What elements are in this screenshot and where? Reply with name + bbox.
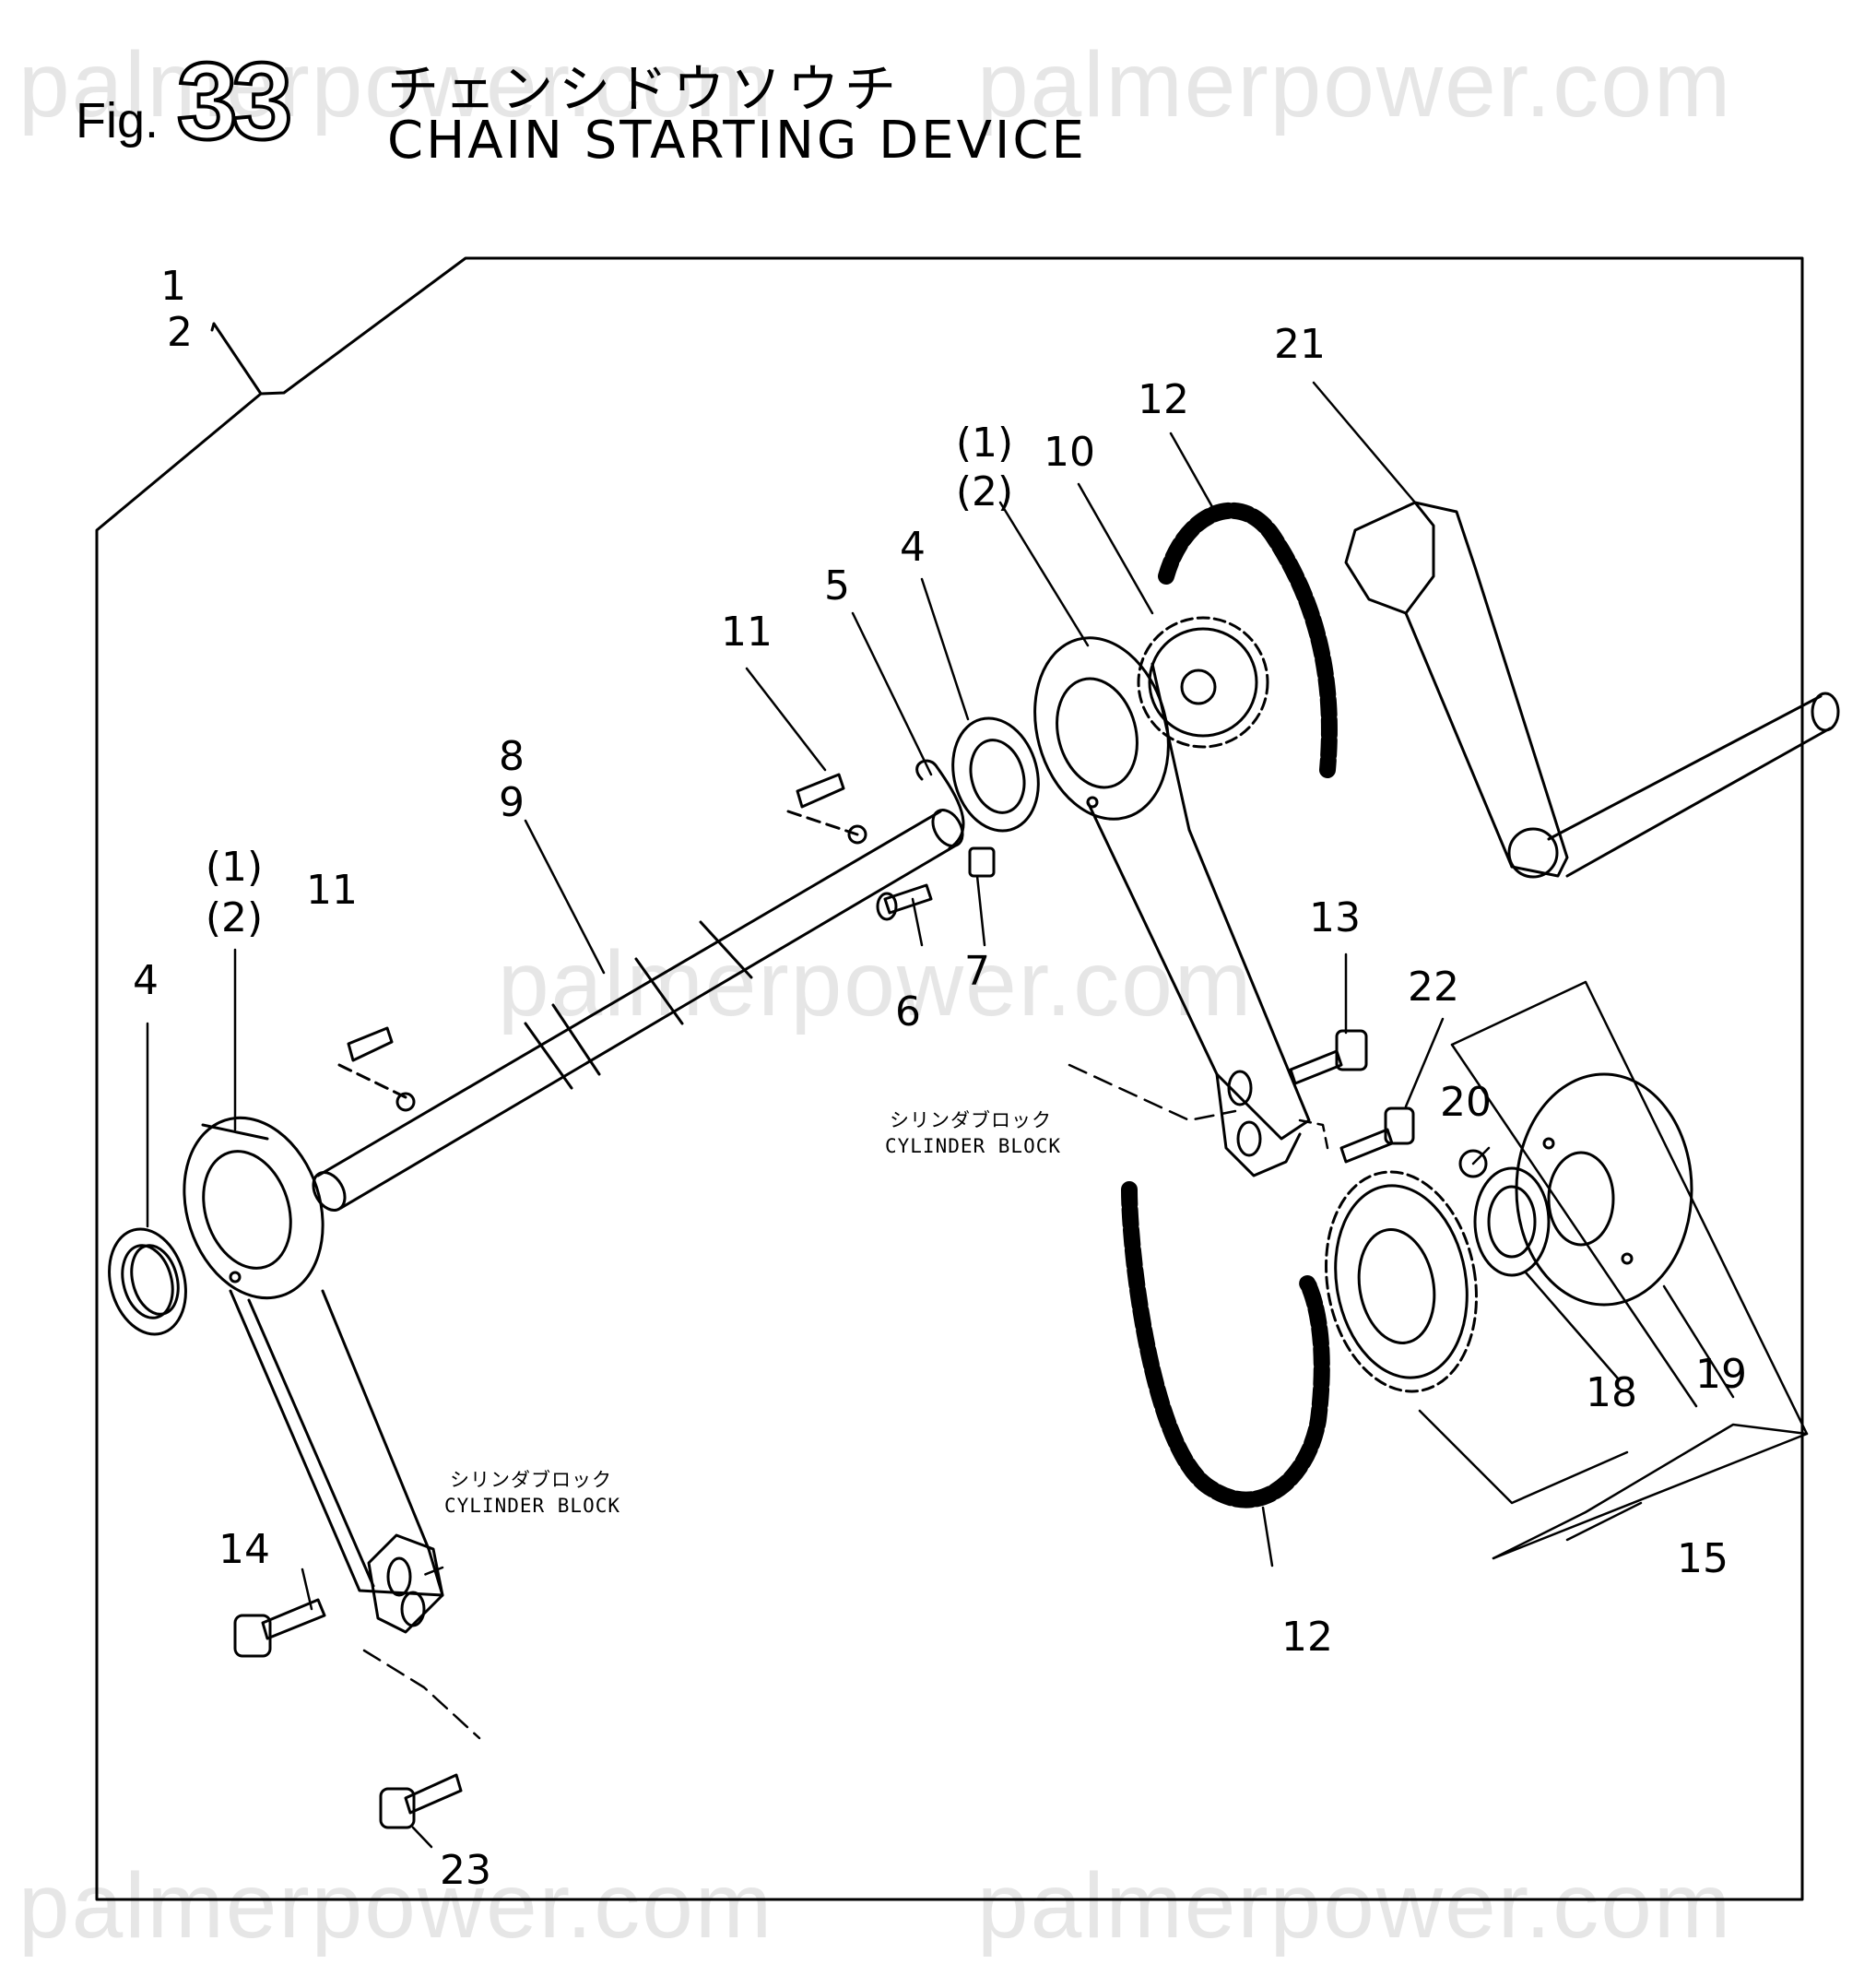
callout-1-right: (1) xyxy=(956,420,1013,467)
cylinder-block-note-right: シリンダブロック CYLINDER BLOCK xyxy=(885,1109,1061,1157)
callout-22: 22 xyxy=(1408,964,1459,1011)
note-cylinder-jp-left: シリンダブロック xyxy=(450,1469,612,1491)
watermark-bottom-right: palmerpower.com xyxy=(977,1854,1733,1958)
bracket-1-2 xyxy=(210,322,263,396)
arm-left xyxy=(183,1116,444,1634)
title-japanese: チェンシドウソウチ xyxy=(387,60,902,120)
watermark-center: palmerpower.com xyxy=(498,932,1254,1035)
pin-right xyxy=(786,773,859,836)
chain-lower xyxy=(1121,1181,1330,1508)
ball-20 xyxy=(1458,1149,1488,1178)
ratchet-19 xyxy=(1515,1072,1693,1307)
bearing-left xyxy=(108,1227,187,1336)
callout-12-lower: 12 xyxy=(1281,1614,1333,1661)
callout-5: 5 xyxy=(824,562,850,609)
cylinder-block-note-left: シリンダブロック CYLINDER BLOCK xyxy=(444,1469,620,1517)
bolt-6 xyxy=(876,883,933,921)
spring-clip xyxy=(915,759,965,850)
figure-label: Fig. xyxy=(76,93,159,148)
sprocket-lower xyxy=(1325,1170,1478,1393)
callout-12-upper: 12 xyxy=(1138,376,1189,423)
pin-left xyxy=(337,1026,407,1099)
callout-15: 15 xyxy=(1677,1535,1729,1582)
callout-1: 1 xyxy=(160,263,186,310)
callout-11-left: 11 xyxy=(306,867,358,914)
callout-14: 14 xyxy=(218,1526,270,1573)
callout-10: 10 xyxy=(1044,429,1095,476)
collar-7 xyxy=(968,846,996,878)
callout-13: 13 xyxy=(1309,894,1361,941)
shaft xyxy=(312,809,964,1212)
note-cylinder-en-right: CYLINDER BLOCK xyxy=(885,1135,1061,1157)
bearing-right xyxy=(951,716,1040,833)
callout-2: 2 xyxy=(167,309,193,356)
sprocket-upper xyxy=(1137,616,1269,749)
callout-21: 21 xyxy=(1274,321,1326,368)
chain-upper xyxy=(1158,502,1338,778)
bolt-22 xyxy=(1339,1106,1415,1164)
callout-4-right: 4 xyxy=(900,524,926,571)
watermark-bottom-left: palmerpower.com xyxy=(18,1854,774,1958)
title-english: CHAIN STARTING DEVICE xyxy=(387,111,1087,171)
callout-6: 6 xyxy=(895,988,921,1035)
bolt-14 xyxy=(233,1598,326,1658)
callout-2-left: (2) xyxy=(206,894,263,941)
callout-4-left: 4 xyxy=(133,957,159,1004)
callout-20: 20 xyxy=(1440,1079,1492,1126)
callout-23: 23 xyxy=(440,1847,491,1894)
callout-19: 19 xyxy=(1695,1351,1747,1398)
diagram-frame xyxy=(95,256,1804,1901)
watermark-top-right: palmerpower.com xyxy=(977,33,1733,136)
callout-11-right: 11 xyxy=(721,609,773,656)
note-cylinder-en-left: CYLINDER BLOCK xyxy=(444,1495,620,1517)
crank-handle xyxy=(1344,501,1840,879)
figure-number: 33 xyxy=(175,39,294,164)
leader-lines xyxy=(146,381,1809,1849)
callout-8: 8 xyxy=(499,733,525,780)
callout-18: 18 xyxy=(1586,1369,1637,1416)
arm-right xyxy=(1033,636,1311,1177)
callout-9: 9 xyxy=(499,779,525,826)
watermark-top-left: palmerpower.com xyxy=(18,33,774,136)
callout-7: 7 xyxy=(964,948,990,995)
callout-1-left: (1) xyxy=(206,844,263,891)
hub-18 xyxy=(1473,1166,1551,1277)
note-cylinder-jp-right: シリンダブロック xyxy=(890,1109,1052,1131)
callout-labels: 1 2 4 (1) (2) 11 8 9 11 5 4 (1) (2) 10 1… xyxy=(133,263,1747,1894)
bolt-13 xyxy=(1289,1029,1368,1085)
bolt-23 xyxy=(379,1773,463,1829)
callout-2-right: (2) xyxy=(956,468,1013,515)
